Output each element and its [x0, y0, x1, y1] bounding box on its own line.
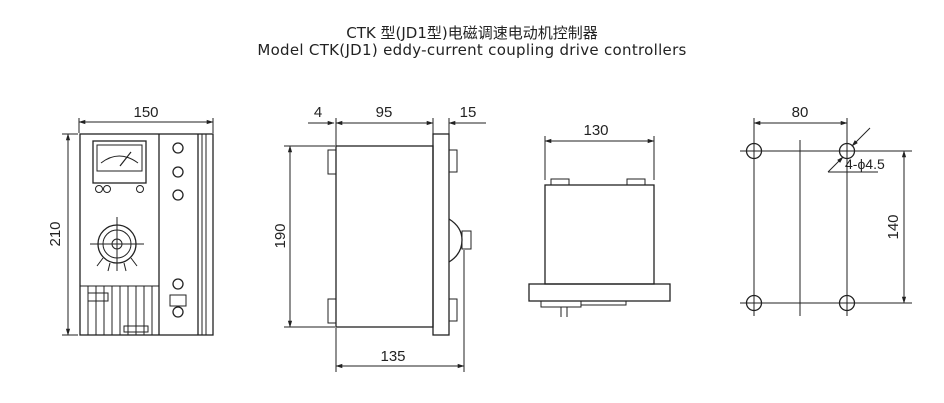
title-chinese: CTK 型(JD1型)电磁调速电动机控制器: [346, 24, 598, 42]
front-height-label: 210: [47, 221, 64, 246]
side-body-label: 95: [376, 104, 393, 121]
mount-holes-label: 4-ϕ4.5: [845, 156, 885, 172]
side-view: [284, 118, 486, 372]
top-view: [528, 136, 671, 317]
front-width-label: 150: [133, 104, 158, 121]
front-view: [62, 118, 214, 336]
side-depth-label: 135: [380, 348, 405, 365]
mount-spacing-x-label: 80: [792, 104, 809, 121]
front-dimension-labels: 150 210: [47, 104, 159, 247]
side-offset-label: 4: [314, 104, 322, 121]
mounting-dimension-labels: 80 140 4-ϕ4.5: [792, 104, 902, 240]
title-english: Model CTK(JD1) eddy-current coupling dri…: [257, 41, 687, 59]
mount-spacing-y-label: 140: [885, 214, 902, 239]
side-dimension-labels: 4 95 15 190 135: [272, 104, 476, 365]
side-height-label: 190: [272, 223, 289, 248]
mounting-layout: [740, 118, 912, 316]
side-panel-label: 15: [460, 104, 477, 121]
top-width-label: 130: [583, 122, 608, 139]
top-dimension-labels: 130: [583, 122, 608, 139]
